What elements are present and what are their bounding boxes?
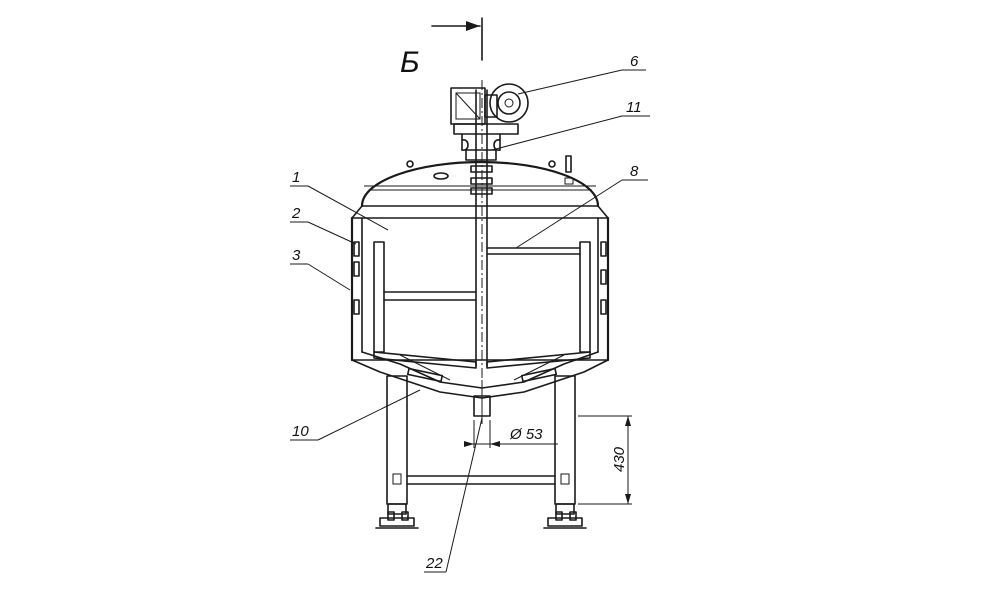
section-marker: Б bbox=[400, 17, 483, 79]
dimension-lines: 430 Ø 53 bbox=[464, 415, 632, 505]
callout-10-label: 10 bbox=[292, 423, 309, 440]
callout-8-label: 8 bbox=[630, 163, 639, 180]
callout-6-label: 6 bbox=[630, 53, 639, 70]
callout-1-label: 1 bbox=[292, 169, 300, 186]
callout-3-label: 3 bbox=[292, 247, 301, 264]
agitator bbox=[373, 80, 591, 383]
diameter-dimension: Ø 53 bbox=[509, 426, 543, 443]
callout-2-label: 2 bbox=[291, 205, 301, 222]
callout-3: 3 bbox=[290, 247, 351, 291]
callout-1: 1 bbox=[290, 169, 389, 231]
section-label: Б bbox=[400, 46, 420, 79]
callout-8: 8 bbox=[515, 163, 648, 249]
callout-11-label: 11 bbox=[626, 99, 642, 116]
vessel bbox=[350, 155, 610, 424]
callout-22-label: 22 bbox=[425, 555, 443, 572]
callout-22: 22 bbox=[424, 417, 483, 573]
callout-6: 6 bbox=[517, 53, 646, 95]
callout-11: 11 bbox=[491, 99, 650, 151]
callout-2: 2 bbox=[290, 205, 357, 245]
height-dimension: 430 bbox=[611, 446, 628, 472]
callout-10: 10 bbox=[290, 389, 421, 441]
support-legs bbox=[375, 375, 587, 529]
drive-unit bbox=[450, 83, 529, 161]
